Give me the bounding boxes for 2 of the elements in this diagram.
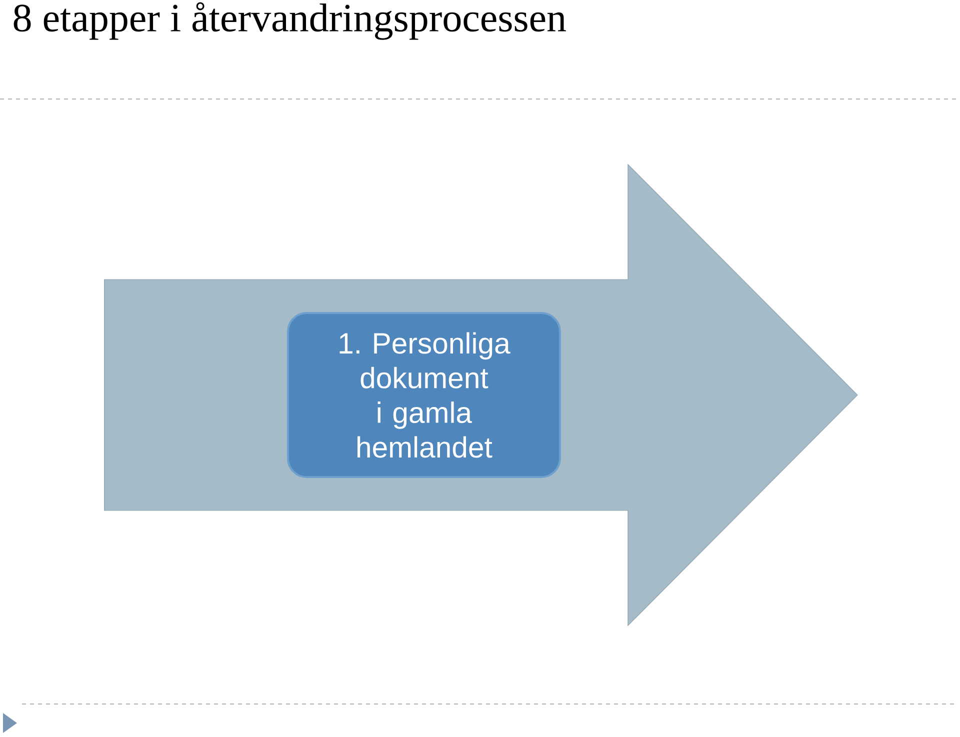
process-box: 1. Personliga dokument i gamla hemlandet — [286, 312, 561, 478]
title: 8 etapper i återvandringsprocessen — [14, 2, 566, 40]
